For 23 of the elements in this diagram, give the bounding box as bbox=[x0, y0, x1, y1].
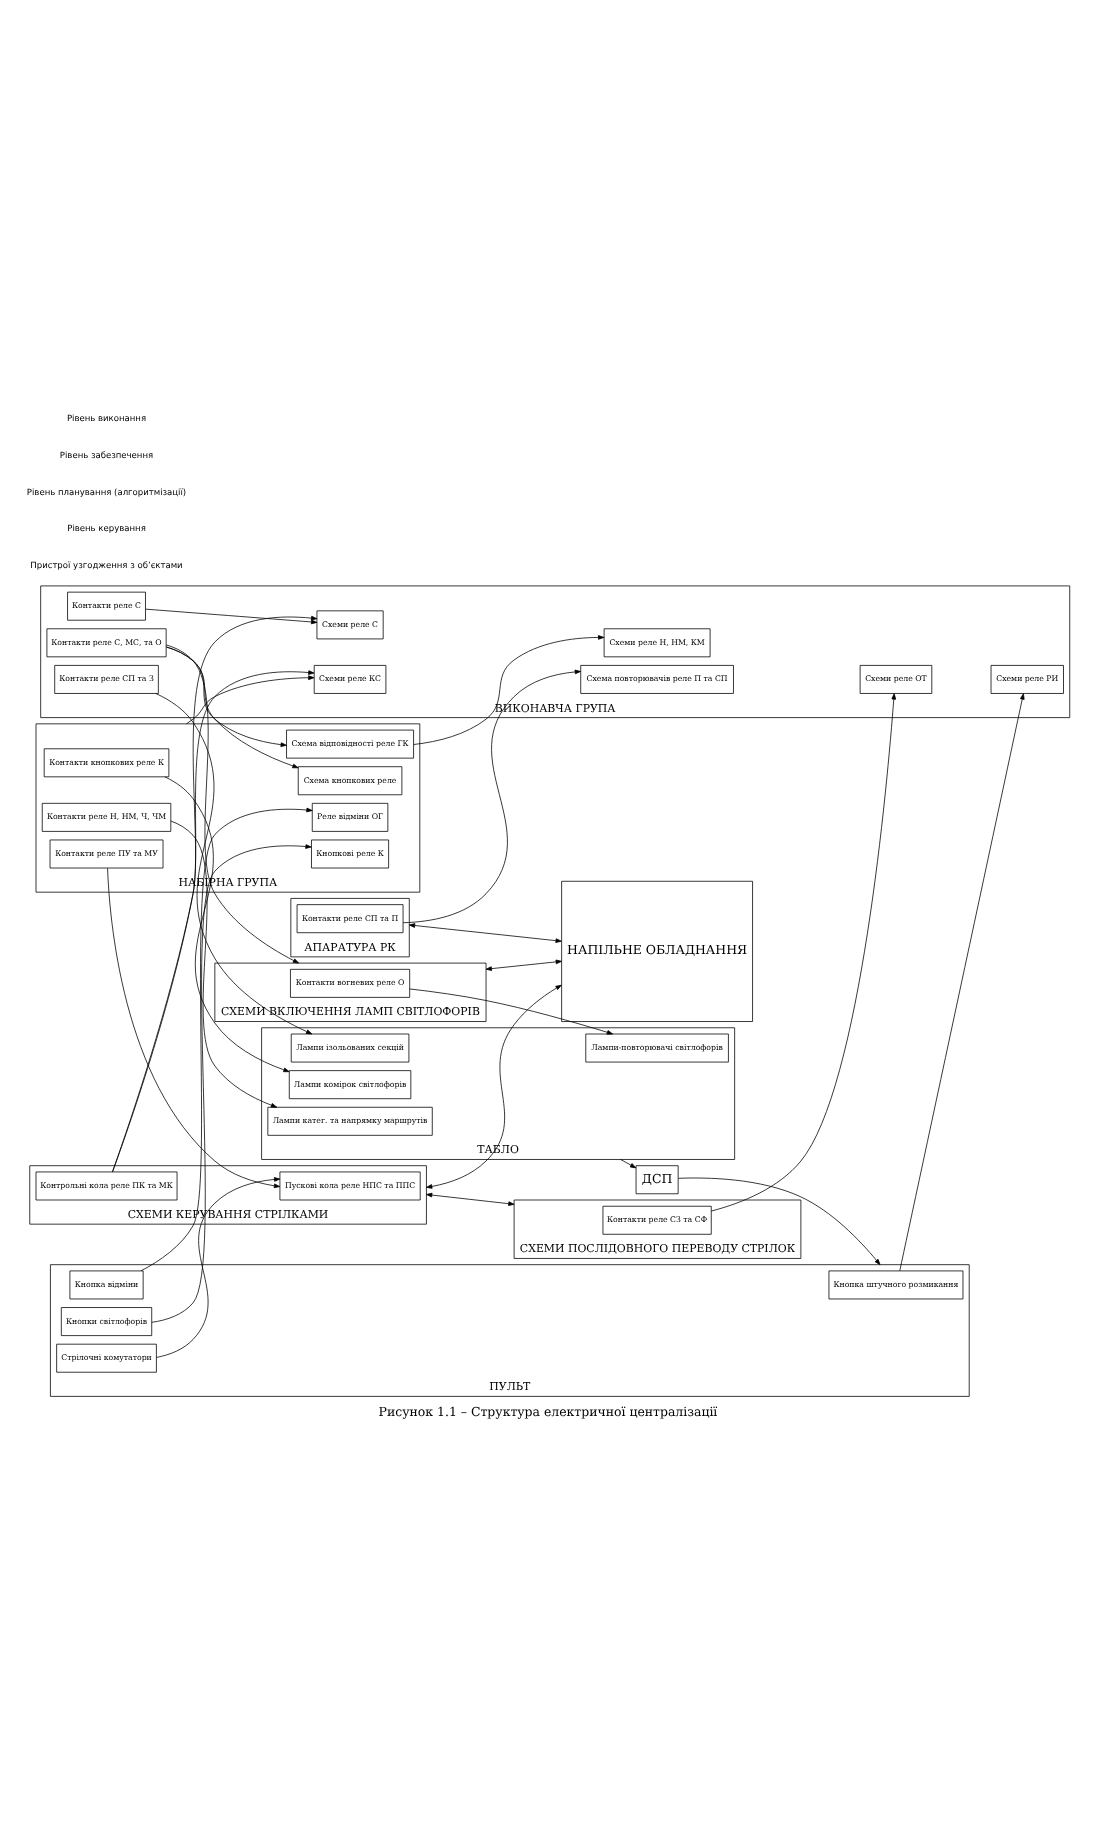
arrow bbox=[409, 987, 614, 1034]
arrow bbox=[402, 668, 581, 923]
arrow bbox=[145, 607, 318, 624]
arrow bbox=[620, 1158, 637, 1168]
arrow bbox=[170, 819, 278, 1107]
arrow bbox=[485, 958, 562, 970]
arrow bbox=[165, 643, 300, 963]
arrow bbox=[156, 1176, 281, 1357]
arrow bbox=[408, 922, 562, 942]
arrow bbox=[186, 674, 315, 724]
arrow bbox=[413, 634, 605, 744]
arrow bbox=[710, 692, 897, 1211]
arrow bbox=[151, 843, 312, 1322]
arrow bbox=[165, 645, 287, 746]
arrow bbox=[155, 692, 313, 1034]
arrow bbox=[678, 1176, 881, 1265]
arrow bbox=[140, 806, 313, 1271]
arrow bbox=[426, 983, 562, 1188]
arrow bbox=[426, 1191, 515, 1205]
arrow bbox=[107, 866, 281, 1188]
arrow bbox=[164, 775, 290, 1072]
arrow bbox=[165, 645, 299, 768]
arrow bbox=[899, 692, 1025, 1271]
